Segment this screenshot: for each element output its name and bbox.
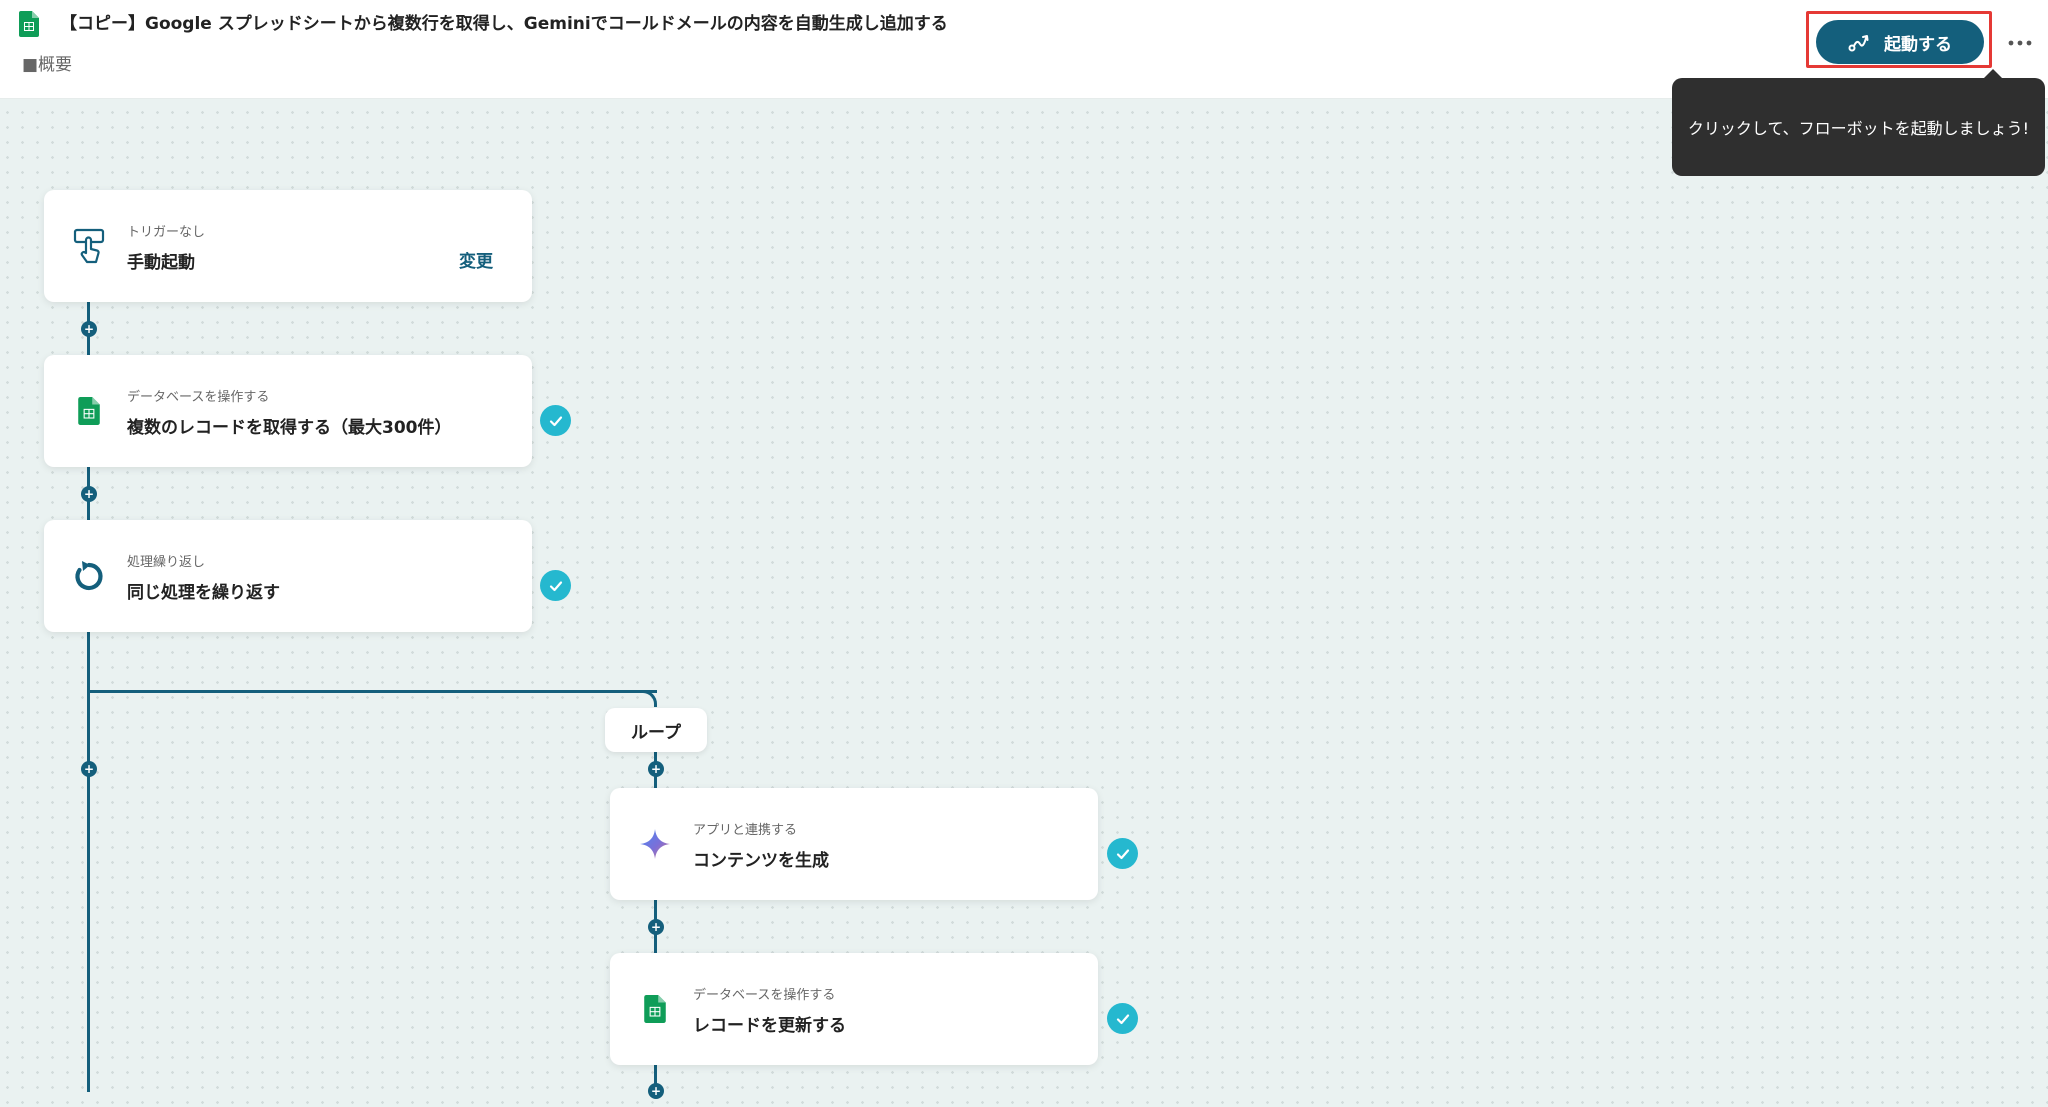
- start-button[interactable]: 起動する: [1816, 20, 1984, 64]
- step-category: データベースを操作する: [693, 988, 836, 1003]
- check-icon: [1107, 838, 1138, 869]
- google-sheets-icon: [635, 989, 675, 1029]
- step-name: 手動起動: [127, 253, 195, 273]
- flowbot-start-icon: [1848, 35, 1869, 52]
- highlight-box: [1806, 11, 1992, 68]
- loop-label: ループ: [605, 708, 707, 752]
- tooltip: クリックして、フローボットを起動しましょう!: [1672, 69, 2045, 176]
- step-name: レコードを更新する: [693, 1016, 846, 1036]
- overview-label: ■概要: [22, 55, 73, 75]
- step-card-update-record[interactable]: データベースを操作する レコードを更新する: [610, 953, 1098, 1065]
- more-options-icon[interactable]: [2005, 29, 2035, 57]
- gemini-icon: [635, 824, 675, 864]
- add-step-button[interactable]: +: [81, 321, 97, 337]
- page-title: 【コピー】Google スプレッドシートから複数行を取得し、Geminiでコール…: [60, 14, 948, 34]
- step-name: 複数のレコードを取得する（最大300件）: [127, 418, 452, 438]
- change-trigger-link[interactable]: 変更: [459, 252, 493, 272]
- step-category: トリガーなし: [127, 225, 206, 240]
- header: 【コピー】Google スプレッドシートから複数行を取得し、Geminiでコール…: [0, 0, 2048, 99]
- add-step-button[interactable]: +: [648, 1083, 664, 1099]
- step-card-loop[interactable]: 処理繰り返し 同じ処理を繰り返す: [44, 520, 532, 632]
- trigger-card[interactable]: トリガーなし 手動起動 変更: [44, 190, 532, 302]
- step-card-get-records[interactable]: データベースを操作する 複数のレコードを取得する（最大300件）: [44, 355, 532, 467]
- step-category: データベースを操作する: [127, 390, 270, 405]
- google-sheets-icon: [19, 11, 39, 37]
- check-icon: [1107, 1003, 1138, 1034]
- main-flow-line: [87, 302, 90, 1092]
- step-card-generate-content[interactable]: アプリと連携する コンテンツを生成: [610, 788, 1098, 900]
- tooltip-text: クリックして、フローボットを起動しましょう!: [1687, 119, 2030, 138]
- add-step-button[interactable]: +: [648, 761, 664, 777]
- loop-icon: [69, 556, 109, 596]
- start-button-label: 起動する: [1884, 34, 1952, 55]
- step-name: 同じ処理を繰り返す: [127, 583, 280, 603]
- google-sheets-icon: [69, 391, 109, 431]
- add-step-button[interactable]: +: [81, 761, 97, 777]
- check-icon: [540, 570, 571, 601]
- step-name: コンテンツを生成: [693, 851, 829, 871]
- loop-branch-corner: [640, 690, 657, 707]
- manual-trigger-icon: [69, 226, 109, 266]
- check-icon: [540, 405, 571, 436]
- add-step-button[interactable]: +: [648, 919, 664, 935]
- step-category: アプリと連携する: [693, 823, 798, 838]
- add-step-button[interactable]: +: [81, 486, 97, 502]
- loop-branch-horizontal: [87, 690, 657, 693]
- step-category: 処理繰り返し: [127, 555, 206, 570]
